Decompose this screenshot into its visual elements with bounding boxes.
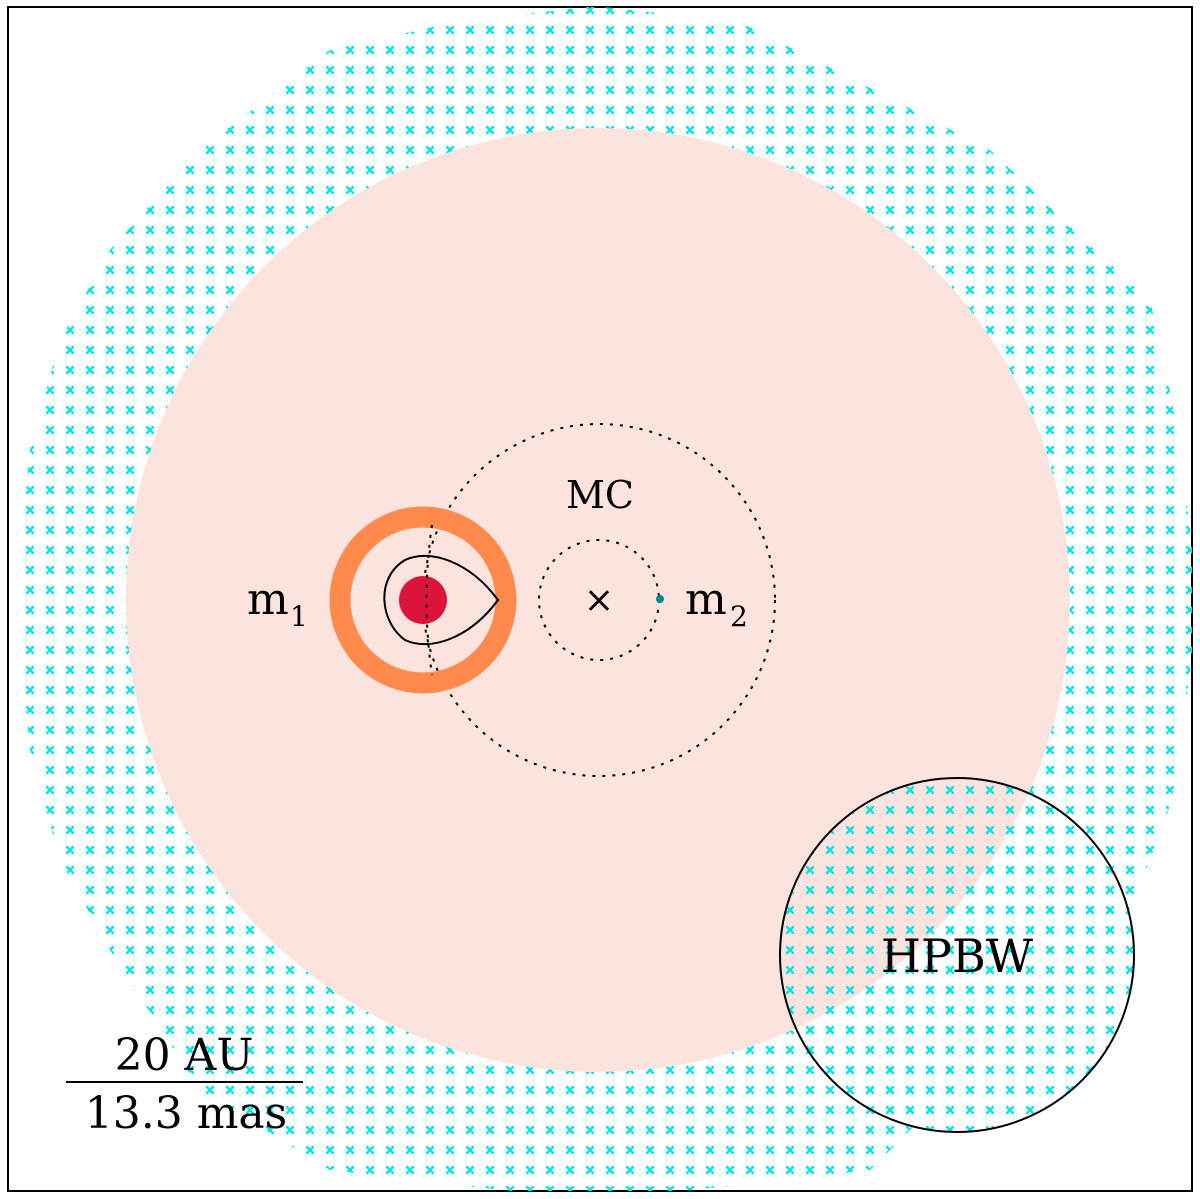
hpbw-beam-fill xyxy=(780,778,1134,1132)
x-mark-icon: × xyxy=(584,580,614,621)
m2-label-base: m xyxy=(685,574,727,625)
scale-bar: 20 AU 13.3 mas xyxy=(66,1030,303,1139)
scale-bar-top-label: 20 AU xyxy=(115,1030,254,1081)
m1-label-base: m xyxy=(247,574,289,625)
m1-label: m 1 xyxy=(247,574,308,633)
scale-bar-bottom-label: 13.3 mas xyxy=(85,1088,288,1139)
m2-label: m 2 xyxy=(685,574,748,633)
m1-label-subscript: 1 xyxy=(290,600,308,633)
m2-label-subscript: 2 xyxy=(730,600,748,633)
secondary-star xyxy=(656,595,664,603)
mc-label: MC xyxy=(566,473,634,517)
primary-star xyxy=(399,576,447,624)
hpbw-beam-circle xyxy=(779,777,1135,1133)
roche-lobe-outline xyxy=(383,554,500,646)
primary-ring xyxy=(329,506,517,694)
hpbw-label: HPBW xyxy=(881,929,1034,983)
